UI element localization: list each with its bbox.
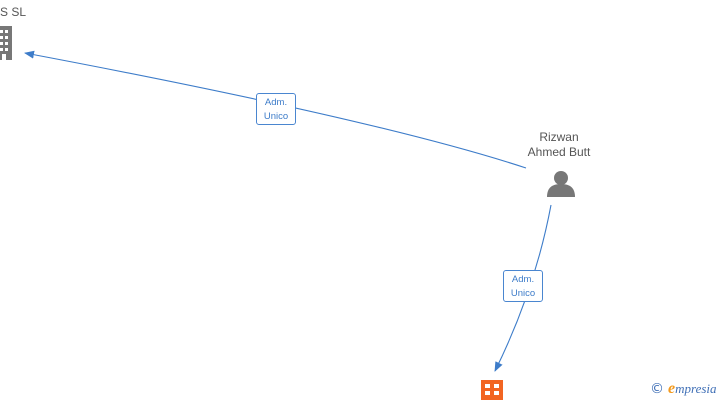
role-badge-line2: Unico — [263, 111, 289, 122]
edge-person-to-left-company — [24, 50, 527, 169]
brand-initial: e — [668, 380, 676, 397]
person-first-name: Rizwan — [539, 130, 579, 144]
copyright-icon: © — [650, 381, 664, 397]
building-icon[interactable] — [481, 380, 503, 400]
role-badge-line2: Unico — [510, 288, 536, 299]
empresia-watermark: ©empresia — [650, 380, 717, 398]
role-badge: Adm. Unico — [503, 270, 543, 302]
role-badge-line1: Adm. — [264, 97, 288, 108]
person-last-name: Ahmed Butt — [527, 145, 591, 159]
person-name-label[interactable]: Rizwan Ahmed Butt — [509, 130, 609, 160]
person-icon[interactable] — [547, 171, 575, 197]
role-badge-line1: Adm. — [511, 274, 535, 285]
role-badge: Adm. Unico — [256, 93, 296, 125]
company-name-label[interactable]: S SL — [0, 5, 27, 19]
brand-name: mpresia — [675, 381, 717, 396]
building-icon[interactable] — [0, 26, 12, 60]
